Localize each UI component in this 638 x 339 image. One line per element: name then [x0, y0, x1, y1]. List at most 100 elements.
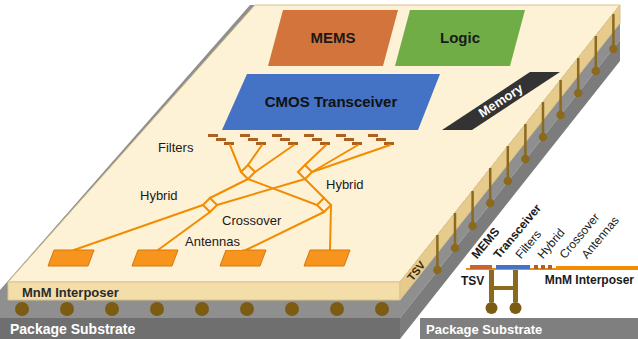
tsv-pin-end: [434, 267, 440, 273]
feed-line: [255, 145, 294, 172]
solder-ball: [15, 302, 29, 316]
filter-bar: [376, 138, 386, 141]
node-face: [8, 282, 400, 300]
node-face: [400, 40, 620, 339]
hybrid-coupler: [298, 165, 312, 179]
node-text: MEMS: [311, 29, 356, 47]
side-solder-ball: [510, 302, 522, 314]
side-view: [466, 265, 638, 314]
hybrid-couplers: [203, 165, 331, 212]
filter-bar: [352, 142, 362, 145]
solder-ball: [60, 302, 74, 316]
feed-network: [74, 145, 390, 250]
solder-ball: [240, 302, 254, 316]
side-solder-ball: [486, 302, 498, 314]
tsv-pin: [542, 102, 545, 136]
solder-ball: [330, 302, 344, 316]
tsv-pin-end: [487, 200, 493, 206]
filter-bar: [344, 138, 354, 141]
text-slot: Package Substrate: [10, 320, 135, 338]
filter-bar: [240, 134, 250, 137]
feed-line: [210, 179, 248, 198]
tsv-pin: [524, 124, 527, 158]
tsv-pin: [577, 58, 580, 92]
node-face: [268, 10, 398, 66]
tsv-pin-end: [522, 156, 528, 162]
crossover-coupler: [317, 198, 331, 212]
tsv-pin: [559, 80, 562, 114]
transceiver-chip: CMOS Transceiver: [222, 74, 440, 130]
filter-bar: [320, 142, 330, 145]
hybrid-label: Hybrid: [324, 177, 366, 193]
node-text: Logic: [440, 29, 480, 47]
tsv-pin: [507, 146, 510, 180]
node-text: Package Substrate: [426, 321, 542, 338]
tsv-pin: [489, 168, 492, 202]
tsv-pins: [434, 14, 616, 273]
side-transceiver: [496, 265, 530, 269]
filters-label: Filters: [156, 140, 195, 156]
tsv-pin-end: [558, 112, 564, 118]
side-tsv: [489, 270, 494, 302]
tsv-pin-end: [610, 46, 616, 52]
node-text: Package Substrate: [10, 320, 135, 338]
memory-chip: Memory: [442, 72, 560, 130]
feed-line: [312, 145, 390, 172]
antenna-pads: [48, 250, 350, 266]
hybrid-coupler: [241, 165, 255, 179]
tsv-pin: [612, 14, 615, 48]
mems-chip: MEMS: [268, 10, 398, 66]
tsv-pin-end: [575, 90, 581, 96]
solder-ball: [195, 302, 209, 316]
filter-bar: [256, 142, 266, 145]
solder-ball: [375, 302, 389, 316]
tsv-pin-end: [452, 245, 458, 251]
filter-bar: [336, 134, 346, 137]
node-face: [0, 5, 620, 318]
antenna-pad: [48, 250, 94, 266]
feed-line: [217, 179, 305, 205]
filter-bar: [248, 138, 258, 141]
solder-ball: [105, 302, 119, 316]
node-face: [0, 318, 400, 339]
tsv-pin-end: [540, 134, 546, 140]
filter-bar: [368, 134, 378, 137]
package-substrate-band: Package Substrate: [420, 318, 638, 339]
side-tsv: [513, 270, 518, 302]
text-slot: MnM Interposer: [22, 283, 119, 301]
antenna-pad: [304, 250, 350, 266]
feed-line: [230, 145, 241, 172]
feed-line: [312, 145, 358, 172]
solder-ball: [150, 302, 164, 316]
tsv-pin: [454, 213, 457, 247]
filter-bar: [208, 134, 218, 137]
filter-bar: [224, 142, 234, 145]
filter-bar: [288, 142, 298, 145]
side-tsv-label: TSV: [461, 274, 484, 289]
feed-line: [305, 179, 324, 198]
node-text: CMOS Transceiver: [265, 93, 398, 111]
antennas-label: Antennas: [183, 234, 242, 250]
side-filter: [534, 265, 538, 269]
side-mems: [470, 265, 492, 269]
tsv-pin-end: [470, 223, 476, 229]
filter-bar: [312, 138, 322, 141]
side-filter: [541, 265, 545, 269]
feed-line: [248, 145, 262, 165]
filter-bar: [280, 138, 290, 141]
filter-bar: [272, 134, 282, 137]
antenna-pad: [220, 250, 266, 266]
feed-line: [305, 145, 326, 165]
node-face: [8, 5, 620, 282]
text-slot: Package Substrate: [426, 320, 542, 338]
hybrid-coupler: [203, 198, 217, 212]
tsv-pin-end: [505, 178, 511, 184]
hybrid-label: Hybrid: [138, 188, 180, 204]
node-face: [222, 74, 440, 130]
node-text: MnM Interposer: [22, 285, 119, 301]
node-face: [395, 10, 525, 66]
side-tsv-bridge: [489, 286, 518, 290]
